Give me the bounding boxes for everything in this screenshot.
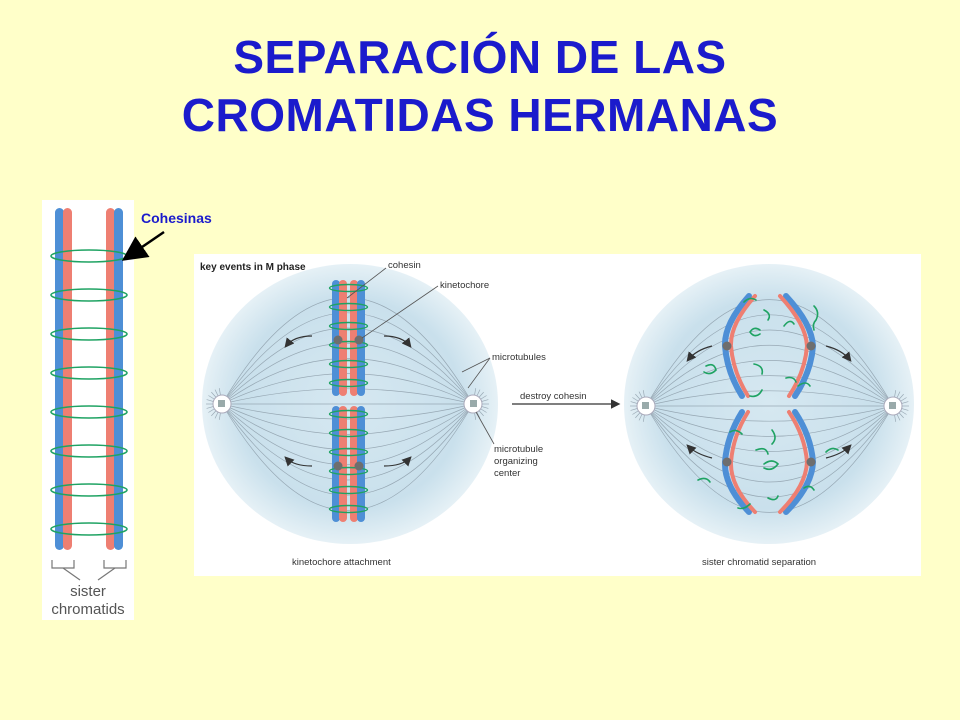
movement-arrows-right xyxy=(686,345,852,459)
kinetochore-icon xyxy=(722,341,732,351)
spindle-left xyxy=(202,264,498,544)
kinetochore-icon xyxy=(806,341,816,351)
title-line-1: SEPARACIÓN DE LAS xyxy=(233,31,727,83)
cohesin-ring xyxy=(328,340,369,350)
mtoc-right xyxy=(463,394,483,414)
cohesin-ring xyxy=(328,302,369,312)
sister-label: sister xyxy=(70,583,106,600)
movement-arrows-left xyxy=(284,335,412,467)
chromatid-left xyxy=(55,208,72,550)
cohesin-label: cohesin xyxy=(388,260,421,271)
cohesin-ring xyxy=(328,466,369,476)
mtoc-left-2 xyxy=(636,396,656,416)
caption-right: sister chromatid separation xyxy=(702,557,816,568)
cohesin-ring xyxy=(328,359,369,369)
cleaved-cohesin-fragments xyxy=(697,297,839,510)
cohesin-ring xyxy=(50,288,128,302)
kinetochore-icon xyxy=(354,461,364,471)
cohesin-ring xyxy=(50,483,128,497)
cohesin-ring xyxy=(50,522,128,536)
mtoc-label-3: center xyxy=(494,468,520,479)
mtoc-label-1: microtubule xyxy=(494,444,543,455)
separated-chromatids-upper xyxy=(721,293,817,399)
kinetochore-icon xyxy=(354,335,364,345)
cohesin-ring xyxy=(328,485,369,495)
page-title: SEPARACIÓN DE LAS CROMATIDAS HERMANAS xyxy=(0,28,960,144)
cohesin-ring xyxy=(328,283,369,293)
cohesin-ring xyxy=(328,504,369,514)
title-line-2: CROMATIDAS HERMANAS xyxy=(181,89,779,141)
sister-chromatids-figure: sister chromatids xyxy=(42,200,134,620)
chromatids-label: chromatids xyxy=(51,601,124,618)
kinetochore-icon xyxy=(806,457,816,467)
cohesin-ring xyxy=(328,447,369,457)
cohesin-ring xyxy=(50,405,128,419)
m-phase-figure: key events in M phase xyxy=(194,254,921,576)
mtoc-right-2 xyxy=(883,396,903,416)
cohesin-ring xyxy=(50,366,128,380)
kinetochore-icon xyxy=(333,335,343,345)
cohesin-ring xyxy=(328,378,369,388)
chromatid-brackets xyxy=(51,560,127,581)
figure-heading: key events in M phase xyxy=(200,262,306,273)
chromosome-upper xyxy=(328,280,369,396)
microtubules-label: microtubules xyxy=(492,352,546,363)
cohesinas-label: Cohesinas xyxy=(141,210,212,226)
spindle-right xyxy=(624,264,914,544)
cohesin-ring xyxy=(328,428,369,438)
chromosome-lower xyxy=(328,406,369,522)
kinetochore-icon xyxy=(333,461,343,471)
label-leaders xyxy=(346,267,495,445)
destroy-cohesin-label: destroy cohesin xyxy=(520,391,587,402)
mtoc-label-2: organizing xyxy=(494,456,538,467)
cohesin-ring xyxy=(50,327,128,341)
cohesin-ring xyxy=(328,321,369,331)
separated-chromatids-lower xyxy=(721,409,817,515)
kinetochore-label: kinetochore xyxy=(440,280,489,291)
mtoc-left xyxy=(212,394,232,414)
cohesin-ring xyxy=(50,444,128,458)
cohesin-ring xyxy=(328,409,369,419)
caption-left: kinetochore attachment xyxy=(292,557,391,568)
chromatid-right xyxy=(106,208,123,550)
kinetochore-icon xyxy=(722,457,732,467)
